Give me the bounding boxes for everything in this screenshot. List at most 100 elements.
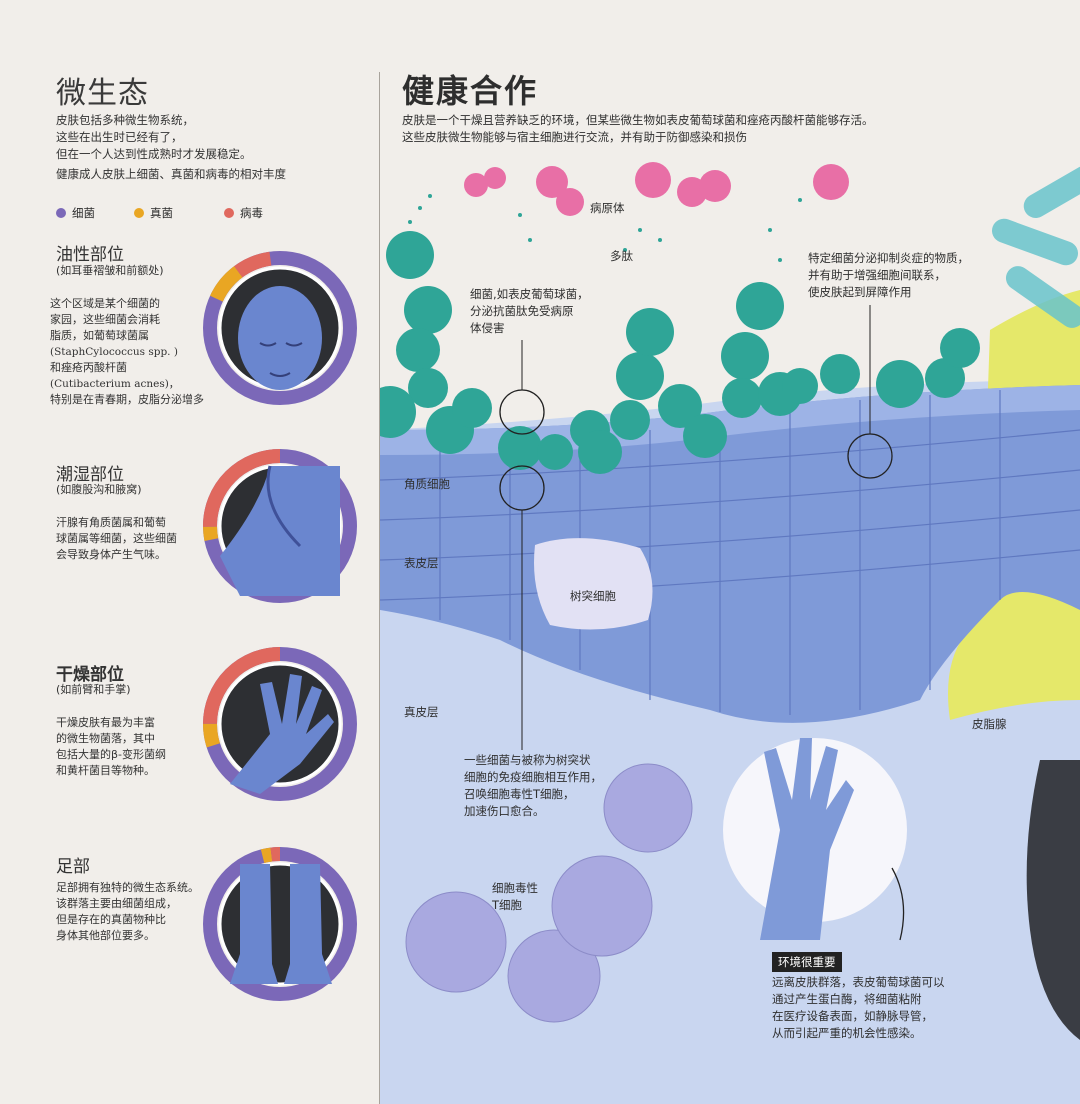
label-stratum-corneum: 角质细胞 (404, 477, 450, 491)
section-body-oily: 这个区域是某个细菌的 家园，这些细菌会消耗 脂质，如葡萄球菌属 (StaphCy… (50, 296, 204, 408)
note-line: 从而引起严重的机会性感染。 (772, 1026, 922, 1040)
closed-eyes (259, 342, 303, 347)
section-title-oily: 油性部位 (56, 245, 124, 265)
body-line: 这个区域是某个细菌的 (50, 297, 160, 310)
body-line: 汗腺有角质菌属和葡萄 (56, 516, 166, 529)
legend-swatch (134, 208, 144, 218)
body-line: 足部拥有独特的微生态系统。 (56, 881, 199, 894)
body-line: 特别是在青春期，皮脂分泌增多 (50, 393, 204, 406)
label-peptide: 多肽 (610, 249, 633, 263)
ring-virus-arc (203, 847, 357, 1001)
body-line: 脂质，如葡萄球菌属 (50, 329, 149, 342)
body-line: 包括大量的β-变形菌纲 (56, 748, 166, 761)
immune-note: 一些细菌与被称为树突状 细胞的免疫细胞相互作用， 召唤细胞毒性T细胞， 加速伤口… (464, 752, 602, 820)
section-subtitle-oily: (如耳垂褶皱和前额处) (56, 264, 164, 277)
label-pathogen: 病原体 (590, 201, 625, 215)
section-title-dry: 干燥部位 (56, 665, 124, 685)
note-line: 细胞毒性 (492, 881, 538, 895)
bacteria-cluster (380, 231, 980, 474)
ring-bacteria-arc (203, 251, 357, 405)
legend-fungi: 真菌 (134, 205, 173, 221)
peptide-dots (408, 194, 802, 262)
body-line: 家园，这些细菌会消耗 (50, 313, 160, 326)
legend-label: 真菌 (150, 206, 173, 220)
body-line: (StaphCylococcus spp. ) (50, 346, 178, 358)
body-line: 和痤疮丙酸杆菌 (50, 361, 127, 374)
legend-swatch (224, 208, 234, 218)
note-line: 召唤细胞毒性T细胞， (464, 787, 575, 801)
intro-line: 皮肤是一个干燥且营养缺乏的环境，但某些微生物如表皮葡萄球菌和痤疮丙酸杆菌能够存活… (402, 113, 874, 127)
hand-with-catheter (760, 738, 854, 940)
mouth (269, 372, 291, 377)
cell-grid (380, 390, 1080, 715)
legend-swatch (56, 208, 66, 218)
note-line: 特定细菌分泌抑制炎症的物质， (808, 251, 969, 265)
note-line: 细胞的免疫细胞相互作用， (464, 770, 602, 784)
note-line: 使皮肤起到屏障作用 (808, 285, 912, 299)
note-line: 并有助于增强细胞间联系， (808, 268, 946, 282)
body-line: 和黄杆菌目等物种。 (56, 764, 155, 777)
specific-bacteria-note: 特定细菌分泌抑制炎症的物质， 并有助于增强细胞间联系， 使皮肤起到屏障作用 (808, 250, 969, 301)
note-line: 远离皮肤群落，表皮葡萄球菌可以 (772, 975, 945, 989)
note-line: 一些细菌与被称为树突状 (464, 753, 591, 767)
label-sebaceous: 皮脂腺 (972, 717, 1007, 731)
pathogen-cluster (464, 162, 849, 216)
panel-divider (379, 72, 380, 1104)
intro-line: 这些在出生时已经有了， (56, 130, 183, 144)
hair-follicle (1026, 760, 1080, 1040)
cooperation-title: 健康合作 (402, 72, 539, 110)
hand-illustration (230, 674, 334, 794)
body-line: 干燥皮肤有最为丰富 (56, 716, 155, 729)
section-body-feet: 足部拥有独特的微生态系统。 该群落主要由细菌组成， 但是存在的真菌物种比 身体其… (56, 880, 199, 944)
body-line: 球菌属等细菌，这些细菌 (56, 532, 177, 545)
note-line: 通过产生蛋白酶，将细菌粘附 (772, 992, 922, 1006)
legend-bacteria: 细菌 (56, 205, 95, 221)
note-line: 加速伤口愈合。 (464, 804, 545, 818)
section-title-moist: 潮湿部位 (56, 465, 124, 485)
legend-label: 病毒 (240, 206, 263, 220)
environment-note: 远离皮肤群落，表皮葡萄球菌可以 通过产生蛋白酶，将细菌粘附 在医疗设备表面，如静… (772, 974, 945, 1042)
left-foot-illustration (230, 864, 278, 984)
microbiome-intro: 皮肤包括多种微生物系统， 这些在出生时已经有了， 但在一个人达到性成熟时才发展稳… (56, 112, 252, 163)
abundance-ring-moist (203, 449, 357, 603)
note-line: 在医疗设备表面，如静脉导管， (772, 1009, 933, 1023)
abundance-ring-dry (203, 647, 357, 801)
legend-virus: 病毒 (224, 205, 263, 221)
cooperation-intro: 皮肤是一个干燥且营养缺乏的环境，但某些微生物如表皮葡萄球菌和痤疮丙酸杆菌能够存活… (402, 112, 874, 146)
skin-cross-section (380, 162, 1080, 1104)
abundance-ring-feet (203, 847, 357, 1001)
dendritic-cell (534, 538, 653, 630)
intro-line: 皮肤包括多种微生物系统， (56, 113, 194, 127)
note-line: T细胞 (492, 898, 523, 912)
microbiome-panel: 微生态 皮肤包括多种微生物系统， 这些在出生时已经有了， 但在一个人达到性成熟时… (0, 0, 378, 1104)
ring-virus-arc (203, 449, 357, 603)
armpit-illustration (220, 466, 340, 596)
arrow-curve (891, 867, 905, 941)
body-line: 会导致身体产生气味。 (56, 548, 166, 561)
intro-line: 这些皮肤微生物能够与宿主细胞进行交流，并有助于防御感染和损伤 (402, 130, 747, 144)
section-body-dry: 干燥皮肤有最为丰富 的微生物菌落，其中 包括大量的β-变形菌纲 和黄杆菌目等物种… (56, 715, 166, 779)
label-dermis: 真皮层 (404, 705, 439, 719)
intro-line: 但在一个人达到性成熟时才发展稳定。 (56, 147, 252, 161)
section-title-feet: 足部 (56, 857, 90, 877)
body-line: 该群落主要由细菌组成， (56, 897, 177, 910)
label-epidermis: 表皮层 (404, 556, 439, 570)
note-line: 细菌,如表皮葡萄球菌， (470, 287, 589, 301)
note-line: 分泌抗菌肽免受病原 (470, 304, 574, 318)
legend-label: 细菌 (72, 206, 95, 220)
armpit-fold (266, 465, 302, 548)
cooperation-panel: 健康合作 皮肤是一个干燥且营养缺乏的环境，但某些微生物如表皮葡萄球菌和痤疮丙酸杆… (380, 0, 1080, 1104)
ring-virus-arc (203, 647, 357, 801)
label-dendritic: 树突细胞 (570, 589, 616, 603)
section-subtitle-dry: (如前臂和手掌) (56, 683, 131, 696)
label-tcell: 细胞毒性 T细胞 (492, 880, 538, 914)
t-cell-group (405, 763, 693, 1023)
abundance-ring-oily (203, 251, 357, 405)
abundance-caption: 健康成人皮肤上细菌、真菌和病毒的相对丰度 (56, 167, 286, 181)
ring-fungi-arc (203, 647, 357, 801)
rod-bacteria (991, 166, 1080, 328)
body-line: 身体其他部位要多。 (56, 929, 155, 942)
right-foot-illustration (284, 864, 332, 984)
section-subtitle-moist: (如腹股沟和腋窝) (56, 483, 142, 496)
